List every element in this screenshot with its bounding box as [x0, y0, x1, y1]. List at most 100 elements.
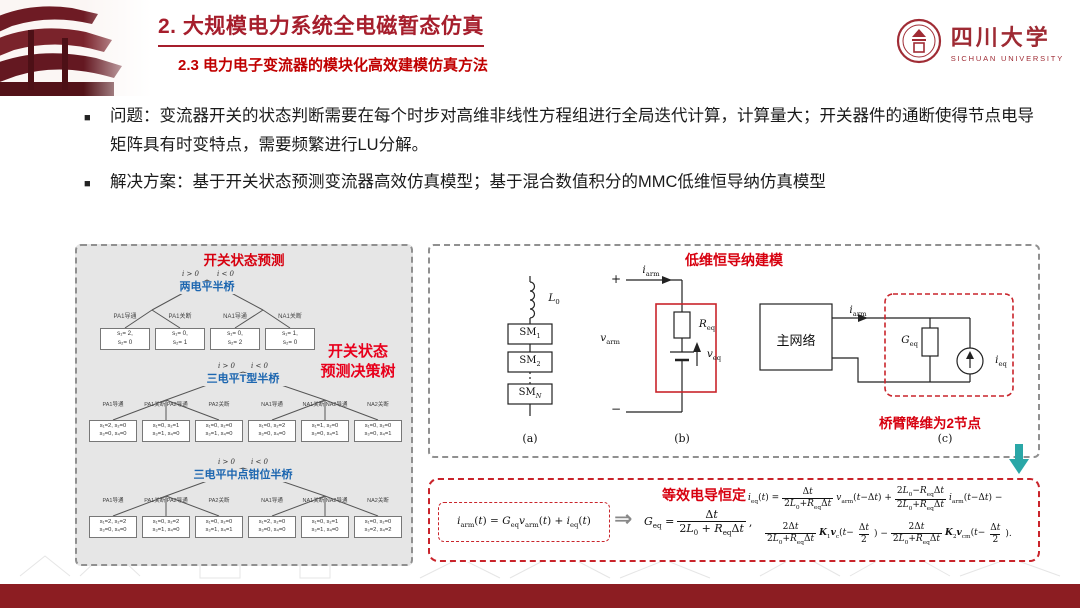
- branch-label: NA2关断: [367, 402, 389, 408]
- leaf-state: s₃=1, s₄=0: [205, 431, 233, 438]
- leaf-state: s₃=0, s₄=0: [99, 527, 127, 534]
- university-name-en: SICHUAN UNIVERSITY: [950, 53, 1064, 63]
- ieq-label: ieq: [995, 354, 1007, 369]
- tree-leaf: s₁= 2, s₂= 0: [100, 328, 150, 350]
- leaf-state: s₁= 0,: [172, 330, 188, 337]
- condition-label: i < 0: [251, 458, 269, 466]
- minus-terminal-label: −: [610, 402, 622, 416]
- condition-label: i > 0: [217, 458, 235, 466]
- leaf-state: s₃=0, s₄=0: [258, 527, 286, 534]
- figure-c-label: (c): [937, 432, 953, 445]
- mmc-arm-diagram: [507, 276, 553, 416]
- page-subtitle: 2.3 电力电子变流器的模块化高效建模仿真方法: [178, 57, 489, 74]
- figure-a-label: (a): [522, 432, 538, 445]
- condition-label: i < 0: [217, 270, 235, 278]
- branch-label: NA1关断 NA2导通: [302, 498, 348, 504]
- smn-label: SMN: [518, 387, 542, 400]
- two-node-reduction-note: 桥臂降维为2节点: [878, 416, 981, 431]
- leaf-state: s₁=0, s₂=1: [152, 423, 180, 429]
- main-network-label: 主网络: [776, 333, 816, 348]
- geq-ieq-highlight-box: [884, 293, 1014, 397]
- branch-label: PA2关断: [208, 498, 230, 504]
- sm1-label: SM1: [519, 327, 541, 340]
- leaf-state: s₁= 0,: [227, 330, 243, 337]
- bottom-panel-title: 等效电导恒定: [662, 487, 746, 503]
- left-panel-title: 开关状态预测: [203, 253, 285, 268]
- tree-leaf: s₁= 0, s₂= 1: [155, 328, 205, 350]
- tree-leaf: s₁=2, s₂=0 s₃=0, s₄=0: [89, 420, 137, 442]
- tree-root-label: 两电平半桥: [137, 281, 277, 294]
- university-seal-icon: [896, 18, 941, 64]
- bullet-marker: ■: [84, 112, 91, 124]
- low-dim-admittance-panel: 低维恒导纳建模: [428, 244, 1040, 458]
- university-logo: 四川大学 SICHUAN UNIVERSITY: [896, 18, 1064, 64]
- implies-arrow: ⇒: [614, 506, 633, 531]
- leaf-state: s₁=2, s₂=2: [99, 519, 127, 525]
- leaf-state: s₂= 2: [227, 338, 243, 346]
- plus-terminal-label: +: [610, 272, 622, 286]
- iarm-arrow-label: iarm: [642, 264, 660, 279]
- inductor-label: L0: [548, 292, 560, 307]
- leaf-state: s₁=0, s₂=0: [364, 423, 392, 429]
- varm-label: varm: [600, 332, 620, 347]
- leaf-state: s₂= 0: [282, 338, 298, 346]
- leaf-state: s₃=0, s₄=0: [99, 431, 127, 438]
- branch-label: PA2关断: [208, 402, 230, 408]
- leaf-state: s₁=0, s₂=0: [205, 519, 233, 525]
- circuit-diagrams: [507, 276, 1014, 416]
- university-name-cn: 四川大学: [950, 24, 1051, 51]
- branch-label: PA1关断: [168, 314, 192, 320]
- bullet-list: ■ 问题：变流器开关的状态判断需要在每个时步对高维非线性方程组进行全局迭代计算，…: [84, 102, 1040, 205]
- tree-leaf: s₁=0, s₂=0 s₃=1, s₄=0: [195, 420, 243, 442]
- veq-label: veq: [706, 348, 722, 363]
- leaf-state: s₃=0, s₄=1: [364, 431, 392, 438]
- leaf-state: s₁=0, s₂=0: [364, 519, 392, 525]
- tree-leaf: s₁=0, s₂=1 s₃=1, s₄=0: [301, 516, 349, 538]
- tree-leaf: s₁= 0, s₂= 2: [210, 328, 260, 350]
- tree-root-label: 三电平中点钳位半桥: [143, 469, 343, 482]
- tree-leaf: s₁= 1, s₂= 0: [265, 328, 315, 350]
- leaf-state: s₂= 1: [172, 338, 188, 346]
- equivalent-branch-diagram: [626, 276, 701, 413]
- leaf-state: s₁=2, s₂=0: [99, 423, 127, 429]
- tree-leaf: s₁=0, s₂=0 s₃=1, s₄=1: [195, 516, 243, 538]
- branch-label: PA1关断 PA2导通: [144, 498, 188, 504]
- leaf-state: s₃=1, s₄=0: [152, 527, 180, 534]
- tree-root-label: 三电平T型半桥: [163, 373, 323, 386]
- condition-label: i < 0: [251, 362, 269, 370]
- leaf-state: s₂= 0: [117, 338, 133, 346]
- leaf-state: s₁= 1,: [282, 330, 298, 337]
- req-veq-highlight-box: [655, 303, 717, 393]
- figure-b-label: (b): [674, 432, 690, 445]
- branch-label: PA1导通: [113, 314, 137, 320]
- bullet-marker: ■: [84, 177, 91, 190]
- right-panel-title: 低维恒导纳建模: [685, 252, 783, 268]
- branch-label: NA1关断 NA2导通: [302, 402, 348, 408]
- leaf-state: s₁=0, s₂=2: [258, 423, 286, 429]
- branch-label: NA1导通: [223, 314, 247, 320]
- tree-leaf: s₁=2, s₂=0 s₃=0, s₄=0: [248, 516, 296, 538]
- leaf-state: s₁= 2,: [117, 330, 133, 337]
- leaf-state: s₁=0, s₂=1: [311, 519, 339, 525]
- down-arrow-icon: [1009, 444, 1029, 474]
- footer-bar: [0, 584, 1080, 608]
- geq-label: Geq: [901, 334, 918, 349]
- port-equation-box: iarm(t) = Geqvarm(t) + ieq(t): [438, 502, 610, 542]
- sm2-label: SM2: [519, 355, 541, 368]
- decision-tree-callout: 开关状态 预测决策树: [307, 342, 409, 383]
- iarm2-arrow-label: iarm: [849, 304, 867, 319]
- leaf-state: s₃=1, s₄=0: [152, 431, 180, 438]
- branch-label: PA1关断 PA2导通: [144, 402, 188, 408]
- tree-leaf: s₁=0, s₂=0 s₃=2, s₄=2: [354, 516, 402, 538]
- tree-leaf: s₁=0, s₂=1 s₃=1, s₄=0: [142, 420, 190, 442]
- tree-leaf: s₁=2, s₂=2 s₃=0, s₄=0: [89, 516, 137, 538]
- tree-leaf: s₁=0, s₂=0 s₃=0, s₄=1: [354, 420, 402, 442]
- pagoda-corner-image: [0, 0, 152, 96]
- leaf-state: s₃=0, s₄=0: [258, 431, 286, 438]
- bullet-solution-text: 解决方案：基于开关状态预测变流器高效仿真模型；基于混合数值积分的MMC低维恒导纳…: [110, 172, 826, 191]
- callout-line2: 预测决策树: [320, 363, 396, 381]
